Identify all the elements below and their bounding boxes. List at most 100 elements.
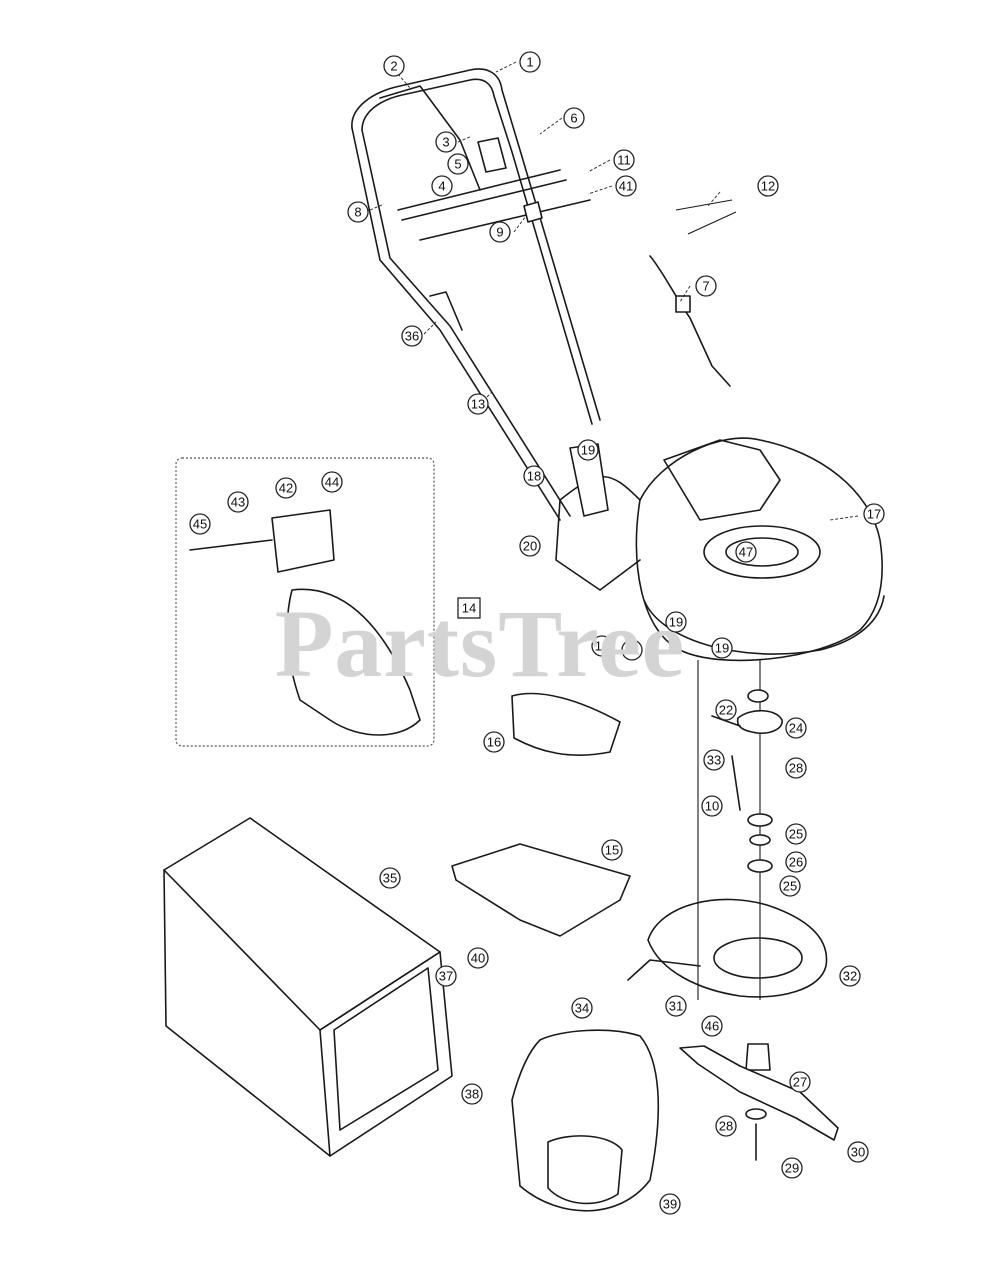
- svg-text:45: 45: [193, 517, 207, 532]
- svg-text:13: 13: [471, 397, 485, 412]
- svg-text:41: 41: [619, 179, 633, 194]
- svg-text:44: 44: [325, 475, 339, 490]
- callout-41: 41: [615, 175, 637, 197]
- svg-text:14: 14: [462, 601, 476, 616]
- svg-text:1: 1: [526, 55, 533, 70]
- callout-38: 38: [461, 1083, 483, 1105]
- callout-40: 40: [467, 947, 489, 969]
- callout-46: 46: [701, 1015, 723, 1037]
- callout-39: 39: [659, 1193, 681, 1215]
- svg-text:18: 18: [527, 469, 541, 484]
- callout-19: 19: [577, 439, 599, 461]
- svg-text:31: 31: [669, 999, 683, 1014]
- callout-32: 32: [839, 965, 861, 987]
- callout-16: 16: [483, 731, 505, 753]
- callout-1: 1: [519, 51, 541, 73]
- svg-text:38: 38: [465, 1087, 479, 1102]
- callout-45: 45: [189, 513, 211, 535]
- svg-text:20: 20: [523, 539, 537, 554]
- svg-text:33: 33: [707, 753, 721, 768]
- svg-text:35: 35: [383, 871, 397, 886]
- svg-text:11: 11: [617, 153, 631, 168]
- callout-4: 4: [431, 175, 453, 197]
- svg-text:24: 24: [789, 721, 803, 736]
- svg-text:9: 9: [496, 225, 503, 240]
- svg-text:25: 25: [789, 827, 803, 842]
- callout-9: 9: [489, 221, 511, 243]
- svg-text:6: 6: [570, 111, 577, 126]
- svg-text:34: 34: [575, 1001, 589, 1016]
- callout-36: 36: [401, 325, 423, 347]
- callout-28: 28: [785, 757, 807, 779]
- callout-13: 13: [467, 393, 489, 415]
- svg-text:19: 19: [581, 443, 595, 458]
- blade-housing: [627, 898, 828, 1071]
- svg-text:28: 28: [719, 1119, 733, 1134]
- rear-flap: [511, 1029, 660, 1212]
- svg-text:12: 12: [761, 179, 775, 194]
- svg-text:25: 25: [783, 879, 797, 894]
- svg-text:2: 2: [390, 59, 397, 74]
- callout-15: 15: [601, 839, 623, 861]
- svg-text:39: 39: [663, 1197, 677, 1212]
- callout-19: 19: [665, 611, 687, 633]
- callout-3: 3: [435, 131, 457, 153]
- callout-2: 2: [383, 55, 405, 77]
- svg-text:36: 36: [405, 329, 419, 344]
- svg-text:47: 47: [739, 545, 753, 560]
- svg-text:7: 7: [702, 279, 709, 294]
- callout-19: 19: [711, 637, 733, 659]
- svg-text:15: 15: [605, 843, 619, 858]
- inset-parts: [189, 509, 421, 736]
- callout-18: 18: [591, 635, 613, 657]
- svg-text:43: 43: [231, 495, 245, 510]
- callout-8: 8: [347, 201, 369, 223]
- blade: [679, 1045, 839, 1161]
- callout-27: 27: [789, 1071, 811, 1093]
- deck-housing: [555, 437, 885, 662]
- reference-box-14: 14: [457, 597, 481, 619]
- svg-text:18: 18: [595, 639, 609, 654]
- callout-26: 26: [785, 851, 807, 873]
- svg-text:46: 46: [705, 1019, 719, 1034]
- svg-text:27: 27: [793, 1075, 807, 1090]
- callout-22: 22: [715, 699, 737, 721]
- discharge-chute: [451, 692, 631, 937]
- svg-text:3: 3: [442, 135, 449, 150]
- callout-11: 11: [613, 149, 635, 171]
- callout-5: 5: [447, 153, 469, 175]
- callout-29: 29: [781, 1157, 803, 1179]
- callout-20: 20: [519, 535, 541, 557]
- leader-lines: [369, 61, 859, 521]
- svg-text:4: 4: [438, 179, 445, 194]
- svg-text:30: 30: [851, 1145, 865, 1160]
- svg-text:8: 8: [354, 205, 361, 220]
- svg-text:40: 40: [471, 951, 485, 966]
- spindle-stack: [697, 660, 783, 1000]
- svg-text:10: 10: [705, 799, 719, 814]
- inset-frame: [175, 457, 435, 747]
- callout-6: 6: [563, 107, 585, 129]
- callout-35: 35: [379, 867, 401, 889]
- svg-text:19: 19: [669, 615, 683, 630]
- callout-25: 25: [785, 823, 807, 845]
- svg-text:22: 22: [719, 703, 733, 718]
- callout-42: 42: [275, 477, 297, 499]
- callout-37: 37: [435, 965, 457, 987]
- upper-handle: [351, 68, 601, 521]
- control-cables: [649, 199, 737, 387]
- grass-bag: [163, 817, 453, 1157]
- callout-17: 17: [863, 503, 885, 525]
- callout-10: 10: [701, 795, 723, 817]
- callout-18: 18: [523, 465, 545, 487]
- svg-text:5: 5: [454, 157, 461, 172]
- callout-21: 21: [621, 639, 643, 661]
- callout-34: 34: [571, 997, 593, 1019]
- callout-43: 43: [227, 491, 249, 513]
- svg-text:37: 37: [439, 969, 453, 984]
- callout-44: 44: [321, 471, 343, 493]
- callout-12: 12: [757, 175, 779, 197]
- svg-text:28: 28: [789, 761, 803, 776]
- callout-7: 7: [695, 275, 717, 297]
